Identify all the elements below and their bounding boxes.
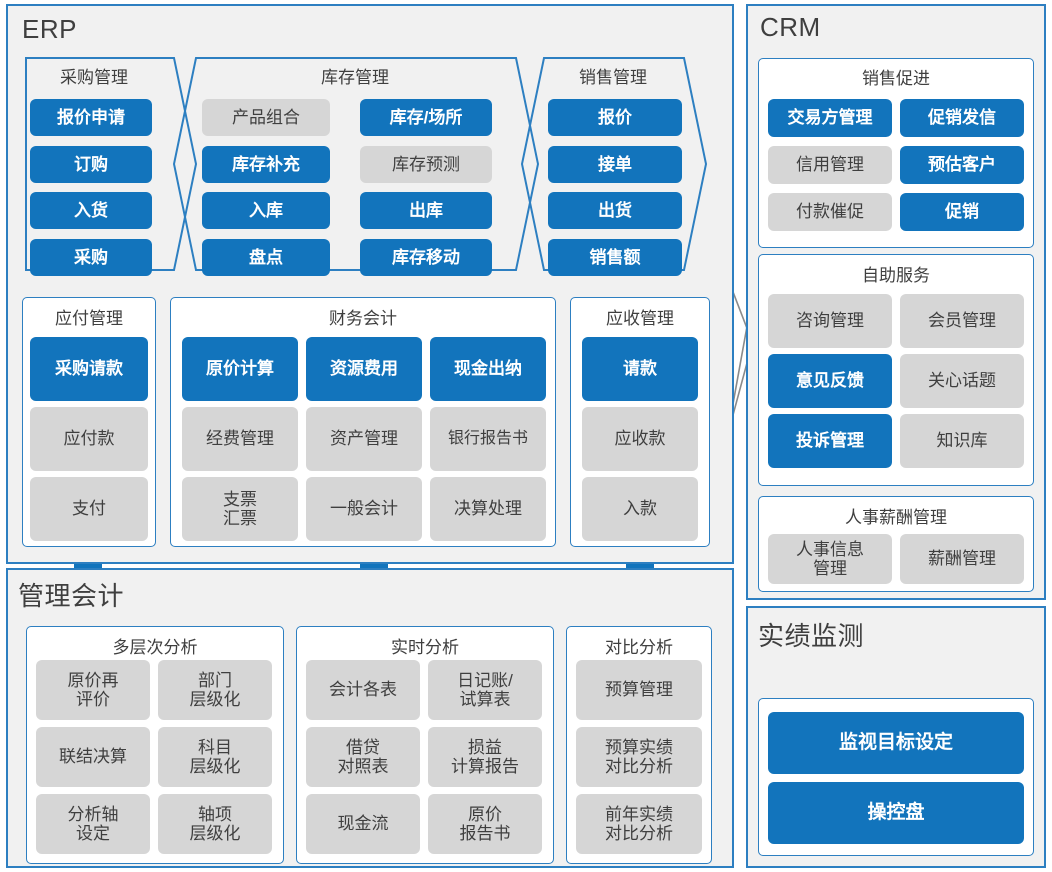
panel-self-service-title: 自助服务	[862, 266, 930, 285]
tile-multilayer-1-0[interactable]: 联结决算	[36, 727, 150, 787]
tile-realtime-0-0[interactable]: 会计各表	[306, 660, 420, 720]
tile-multilayer-2-0[interactable]: 分析轴 设定	[36, 794, 150, 854]
tile-selfservice-1-0[interactable]: 意见反馈	[768, 354, 892, 408]
tile-sales-1[interactable]: 接单	[548, 146, 682, 183]
panel-inventory	[172, 56, 540, 272]
tile-inventory-l1[interactable]: 库存补充	[202, 146, 330, 183]
tile-payable-2[interactable]: 支付	[30, 477, 148, 541]
panel-inventory-title: 库存管理	[321, 68, 389, 87]
tile-comparative-1[interactable]: 预算实绩 对比分析	[576, 727, 702, 787]
panel-financial-accounting-title: 财务会计	[329, 309, 397, 328]
tile-comparative-2[interactable]: 前年实绩 对比分析	[576, 794, 702, 854]
tile-fin-1-0[interactable]: 经费管理	[182, 407, 298, 471]
tile-realtime-1-0[interactable]: 借贷 对照表	[306, 727, 420, 787]
tile-selfservice-2-1[interactable]: 知识库	[900, 414, 1024, 468]
tile-promotion-0-0[interactable]: 交易方管理	[768, 99, 892, 137]
section-management-accounting-title: 管理会计	[18, 581, 125, 611]
tile-inventory-r1[interactable]: 库存预测	[360, 146, 492, 183]
tile-comparative-0[interactable]: 预算管理	[576, 660, 702, 720]
tile-monitor-1[interactable]: 操控盘	[768, 782, 1024, 844]
tile-selfservice-1-1[interactable]: 关心话题	[900, 354, 1024, 408]
tile-selfservice-0-0[interactable]: 咨询管理	[768, 294, 892, 348]
tile-inventory-r3[interactable]: 库存移动	[360, 239, 492, 276]
tile-fin-1-2[interactable]: 银行报告书	[430, 407, 546, 471]
tile-multilayer-1-1[interactable]: 科目 层级化	[158, 727, 272, 787]
tile-promotion-0-1[interactable]: 促销发信	[900, 99, 1024, 137]
tile-hr-0[interactable]: 人事信息 管理	[768, 534, 892, 584]
tile-promotion-1-0[interactable]: 信用管理	[768, 146, 892, 184]
tile-promotion-1-1[interactable]: 预估客户	[900, 146, 1024, 184]
tile-fin-2-2[interactable]: 决算处理	[430, 477, 546, 541]
tile-fin-0-0[interactable]: 原价计算	[182, 337, 298, 401]
tile-purchasing-0[interactable]: 报价申请	[30, 99, 152, 136]
tile-inventory-r2[interactable]: 出库	[360, 192, 492, 229]
panel-sales-promotion-title: 销售促进	[862, 69, 930, 88]
panel-sales	[520, 56, 708, 272]
tile-hr-1[interactable]: 薪酬管理	[900, 534, 1024, 584]
tile-promotion-2-0[interactable]: 付款催促	[768, 193, 892, 231]
panel-realtime-analysis-title: 实时分析	[391, 638, 459, 657]
panel-multilayer-analysis-title: 多层次分析	[112, 638, 198, 657]
tile-fin-0-2[interactable]: 现金出纳	[430, 337, 546, 401]
tile-inventory-r0[interactable]: 库存/场所	[360, 99, 492, 136]
tile-receivable-1[interactable]: 应收款	[582, 407, 698, 471]
panel-sales-title: 销售管理	[579, 68, 647, 87]
panel-receivable-title: 应收管理	[606, 309, 674, 328]
panel-comparative-analysis-title: 对比分析	[605, 638, 673, 657]
tile-fin-1-1[interactable]: 资产管理	[306, 407, 422, 471]
tile-receivable-2[interactable]: 入款	[582, 477, 698, 541]
section-performance-monitoring-title: 实绩监测	[758, 621, 865, 651]
tile-selfservice-2-0[interactable]: 投诉管理	[768, 414, 892, 468]
tile-fin-2-1[interactable]: 一般会计	[306, 477, 422, 541]
tile-purchasing-3[interactable]: 采购	[30, 239, 152, 276]
tile-payable-1[interactable]: 应付款	[30, 407, 148, 471]
tile-monitor-0[interactable]: 监视目标设定	[768, 712, 1024, 774]
tile-receivable-0[interactable]: 请款	[582, 337, 698, 401]
tile-inventory-l0[interactable]: 产品组合	[202, 99, 330, 136]
tile-inventory-l3[interactable]: 盘点	[202, 239, 330, 276]
panel-purchasing-title: 采购管理	[60, 68, 128, 87]
tile-sales-3[interactable]: 销售额	[548, 239, 682, 276]
tile-realtime-0-1[interactable]: 日记账/ 试算表	[428, 660, 542, 720]
tile-realtime-2-0[interactable]: 现金流	[306, 794, 420, 854]
tile-realtime-1-1[interactable]: 损益 计算报告	[428, 727, 542, 787]
tile-multilayer-2-1[interactable]: 轴项 层级化	[158, 794, 272, 854]
tile-payable-0[interactable]: 采购请款	[30, 337, 148, 401]
panel-payable-title: 应付管理	[55, 309, 123, 328]
tile-realtime-2-1[interactable]: 原价 报告书	[428, 794, 542, 854]
tile-fin-0-1[interactable]: 资源费用	[306, 337, 422, 401]
tile-fin-2-0[interactable]: 支票 汇票	[182, 477, 298, 541]
tile-multilayer-0-1[interactable]: 部门 层级化	[158, 660, 272, 720]
section-erp-title: ERP	[22, 14, 77, 44]
panel-hr-payroll-title: 人事薪酬管理	[845, 508, 947, 527]
tile-purchasing-2[interactable]: 入货	[30, 192, 152, 229]
tile-selfservice-0-1[interactable]: 会员管理	[900, 294, 1024, 348]
tile-promotion-2-1[interactable]: 促销	[900, 193, 1024, 231]
section-crm-title: CRM	[760, 12, 821, 42]
tile-purchasing-1[interactable]: 订购	[30, 146, 152, 183]
tile-inventory-l2[interactable]: 入库	[202, 192, 330, 229]
tile-multilayer-0-0[interactable]: 原价再 评价	[36, 660, 150, 720]
tile-sales-2[interactable]: 出货	[548, 192, 682, 229]
tile-sales-0[interactable]: 报价	[548, 99, 682, 136]
